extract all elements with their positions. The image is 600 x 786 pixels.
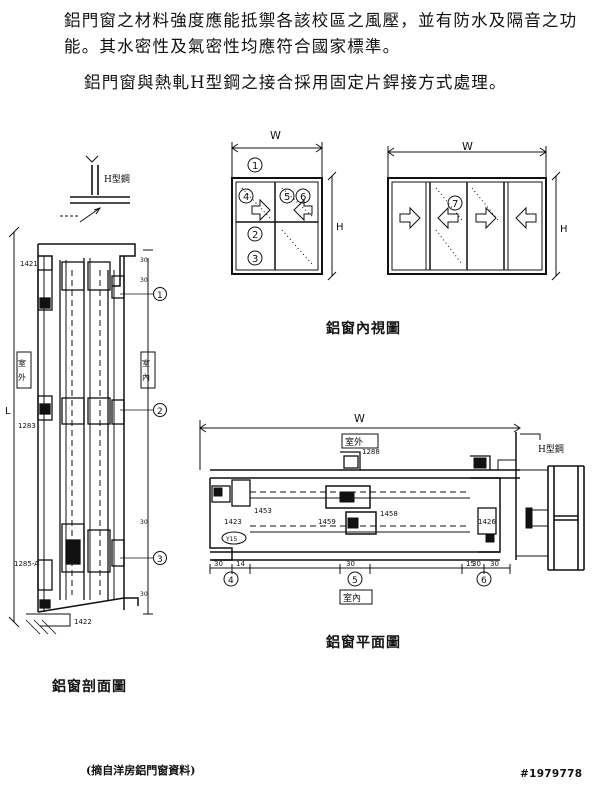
small-dim-1: 30 xyxy=(140,257,148,264)
small-dim-2: 30 xyxy=(140,277,148,284)
overall-dim-label: L xyxy=(5,406,11,417)
elev-height-label-right: H xyxy=(560,224,568,235)
elev-callout-5: 5 xyxy=(284,192,290,203)
h-beam-label-section: H型鋼 xyxy=(104,173,130,185)
plan-tag: Y15 xyxy=(225,536,237,543)
section-view xyxy=(8,155,167,635)
indoor-label-section-1: 室 xyxy=(142,358,150,368)
plan-caption: 鋁窗平面圖 xyxy=(326,635,401,651)
weld-arrow xyxy=(79,207,102,223)
spec-paragraph-1: 鋁門窗之材料強度應能抵禦各該校區之風壓，並有防水及隔音之功能。其水密性及氣密性均… xyxy=(64,11,578,56)
elev-callout-7: 7 xyxy=(452,199,458,210)
elev-height-label-left: H xyxy=(336,222,344,233)
outdoor-label-box xyxy=(16,351,32,389)
plan-callout-5: 5 xyxy=(352,576,358,586)
plan-code-1453: 1453 xyxy=(254,507,272,515)
section-callout-3: 3 xyxy=(157,555,163,565)
plan-dim-14: 14 xyxy=(236,560,245,568)
small-dim-4: 30 xyxy=(140,591,148,598)
small-dim-3: 30 xyxy=(140,519,148,526)
wall-hatch xyxy=(25,619,57,635)
plan-tag-oval xyxy=(221,531,247,545)
profile-code-1421: 1421 xyxy=(20,260,38,268)
transom-upper xyxy=(37,261,125,311)
elevation-caption: 鋁窗內視圖 xyxy=(326,321,401,337)
outdoor-label-section-1: 室 xyxy=(18,358,26,368)
plan-dim-30-a: 30 xyxy=(214,560,223,568)
elev-callout-3: 3 xyxy=(252,254,258,265)
plan-code-1458: 1458 xyxy=(380,510,398,518)
slide-arrow-2-icon xyxy=(437,206,459,230)
plan-dim-30-c: 30 xyxy=(472,560,481,568)
elev-width-label-left: W xyxy=(270,129,281,142)
plan-view xyxy=(199,420,585,605)
plan-dim-30-b: 30 xyxy=(346,560,355,568)
top-frame-profile xyxy=(38,243,136,287)
stock-id: #1979778 xyxy=(520,768,583,780)
transom-lower xyxy=(37,523,125,609)
section-text: H型鋼 L 1421 1283 1285-A 1422 30 30 30 30 … xyxy=(5,173,163,626)
plan-code-1288: 1288 xyxy=(362,448,380,456)
plan-code-1423: 1423 xyxy=(224,518,242,526)
plan-outdoor-label: 室外 xyxy=(345,436,363,448)
slide-arrow-3-icon xyxy=(475,206,497,230)
indoor-label-section-2: 內 xyxy=(142,373,150,382)
section-callout-2: 2 xyxy=(157,407,163,417)
profile-code-1283: 1283 xyxy=(18,422,36,430)
plan-code-1426: 1426 xyxy=(478,518,496,526)
plan-code-1459: 1459 xyxy=(318,518,336,526)
open-arrow-right-icon xyxy=(251,198,271,222)
open-arrow-left-icon xyxy=(293,198,313,222)
plan-outdoor-box xyxy=(341,433,379,449)
section-caption: 鋁窗剖面圖 xyxy=(52,679,127,695)
elev-callout-6: 6 xyxy=(300,192,306,203)
elev-callout-1: 1 xyxy=(252,161,258,172)
plan-indoor-label: 室內 xyxy=(343,592,361,604)
plan-indoor-box xyxy=(339,589,373,605)
elevation-view-right xyxy=(387,146,561,281)
h-beam-top xyxy=(70,155,130,204)
sill-profile xyxy=(37,597,139,613)
transom-middle xyxy=(37,395,125,425)
plan-callout-4: 4 xyxy=(228,576,234,586)
slide-arrow-4-icon xyxy=(515,206,537,230)
profile-code-1422: 1422 xyxy=(74,618,92,626)
section-callout-1: 1 xyxy=(157,291,163,301)
h-beam-plan xyxy=(547,465,585,571)
plan-dim-15: 15 xyxy=(466,560,475,568)
spec-paragraph-2: 鋁門窗與熱軋H型鋼之接合採用固定片銲接方式處理。 xyxy=(84,73,507,92)
plan-callout-6: 6 xyxy=(481,576,487,586)
h-beam-label-plan: H型鋼 xyxy=(538,443,564,455)
slide-arrow-1-icon xyxy=(399,206,421,230)
elev-width-label-right: W xyxy=(462,140,473,153)
profile-code-1285a: 1285-A xyxy=(14,560,39,568)
source-note: (摘自洋房鋁門窗資料) xyxy=(86,764,196,777)
elevation-view-left xyxy=(231,142,337,281)
plan-width-label: W xyxy=(354,412,365,425)
outdoor-label-section-2: 外 xyxy=(18,372,26,382)
elev-callout-2: 2 xyxy=(252,230,258,241)
plan-dim-30-d: 30 xyxy=(490,560,499,568)
elev-callout-4: 4 xyxy=(243,192,249,203)
